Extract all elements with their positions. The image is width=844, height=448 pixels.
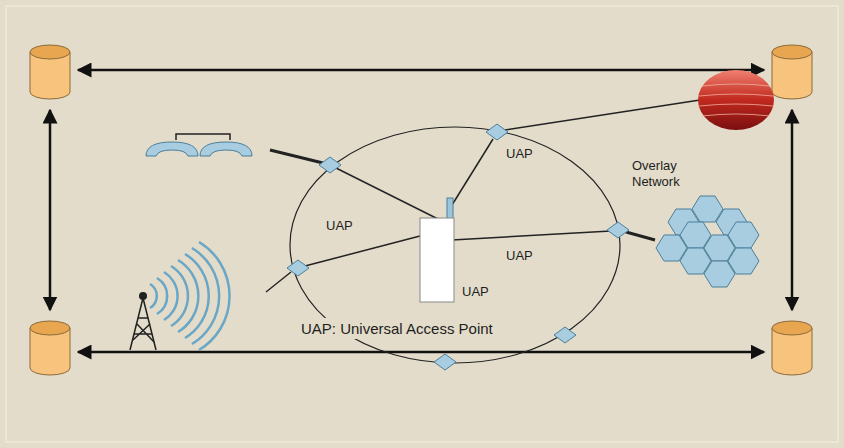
telephones [146, 134, 252, 156]
frame [6, 6, 838, 442]
radio-tower [130, 242, 230, 350]
uap-label: UAP [462, 284, 489, 300]
uap-label: UAP [506, 248, 533, 264]
uap-diamonds [287, 124, 629, 370]
network-label: Overlay Network [632, 158, 704, 190]
legend-caption: UAP: Universal Access Point [298, 318, 496, 339]
overlay-sphere [698, 70, 774, 130]
uap-label: UAP [506, 146, 533, 162]
mobile-terminal [420, 198, 454, 302]
uap-links [305, 139, 611, 266]
access-ring [290, 127, 620, 363]
database-links [50, 70, 792, 352]
database-cylinders [30, 45, 812, 375]
cellular-hexagons [656, 196, 759, 287]
access-links [266, 100, 700, 292]
uap-label: UAP [326, 218, 353, 234]
